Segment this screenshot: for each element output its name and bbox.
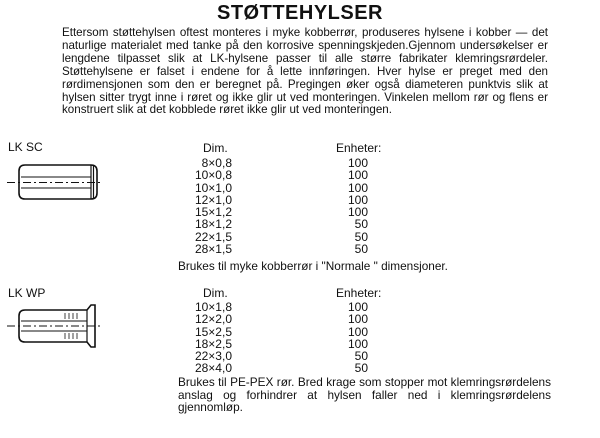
lk-sc-dim-list: 8×0,8 10×0,8 10×1,0 12×1,0 15×1,2 18×1,2…: [190, 156, 232, 257]
section-label-lk-wp: LK WP: [8, 286, 46, 300]
dim-value: 22×1,5: [194, 229, 232, 244]
dim-value: 18×1,2: [194, 217, 232, 232]
lk-sc-usage-note: Brukes til myke kobberrør i "Normale " d…: [178, 259, 448, 273]
dim-value: 12×2,0: [194, 312, 232, 327]
lk-sc-sleeve-drawing: [7, 164, 103, 200]
qty-value: 50: [354, 217, 368, 232]
qty-value: 50: [354, 229, 368, 244]
page-title: STØTTEHYLSER: [216, 2, 383, 24]
qty-value: 50: [354, 242, 368, 257]
dim-value: 15×2,5: [194, 324, 232, 339]
intro-paragraph: Ettersom støttehylsen oftest monteres i …: [62, 26, 548, 117]
lk-wp-dim-list: 10×1,8 12×2,0 15×2,5 18×2,5 22×3,0 28×4,…: [190, 301, 232, 375]
dim-value: 10×1,8: [194, 300, 232, 314]
lk-wp-qty-list: 100 100 100 100 50 50: [338, 301, 368, 375]
dim-value: 10×1,0: [194, 180, 232, 195]
dim-value: 28×1,5: [194, 242, 232, 257]
lk-sc-qty-list: 100 100 100 100 100 50 50 50: [338, 156, 368, 257]
qty-value: 50: [354, 361, 368, 376]
qty-value: 100: [347, 156, 368, 170]
dim-value: 28×4,0: [194, 361, 232, 376]
qty-value: 100: [347, 312, 368, 327]
lk-wp-usage-note: Brukes til PE-PEX rør. Bred krage som st…: [178, 375, 551, 414]
lk-wp-qty-header: Enheter:: [336, 286, 382, 300]
dim-value: 22×3,0: [194, 349, 232, 364]
qty-value: 100: [347, 205, 368, 220]
section-label-lk-sc: LK SC: [8, 140, 43, 154]
dim-value: 15×1,2: [194, 205, 232, 220]
lk-sc-dim-header: Dim.: [203, 141, 228, 155]
qty-value: 100: [347, 324, 368, 339]
qty-value: 100: [347, 336, 368, 351]
lk-sc-qty-header: Enheter:: [336, 141, 382, 155]
qty-value: 100: [347, 300, 368, 314]
qty-value: 50: [354, 349, 368, 364]
qty-value: 100: [347, 168, 368, 183]
qty-value: 100: [347, 192, 368, 207]
dim-value: 18×2,5: [194, 336, 232, 351]
dim-value: 8×0,8: [201, 156, 232, 170]
lk-wp-dim-header: Dim.: [203, 286, 228, 300]
qty-value: 100: [347, 180, 368, 195]
dim-value: 12×1,0: [194, 192, 232, 207]
lk-wp-sleeve-drawing: [7, 304, 103, 348]
dim-value: 10×0,8: [194, 168, 232, 183]
